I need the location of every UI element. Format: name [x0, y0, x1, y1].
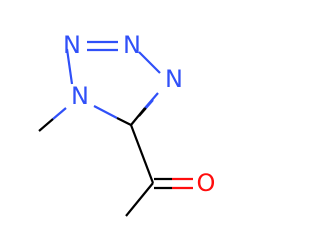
atom-label-n2: N — [71, 82, 89, 110]
bond-n2-c5-c-half — [116, 117, 132, 126]
bond-c5-n3-c-half-inner — [138, 107, 147, 117]
bond-c5-carbonyl — [129, 124, 155, 184]
bond-carbonyl-methyl — [125, 182, 154, 217]
structure-canvas: N N N N O — [38, 31, 216, 217]
atom-label-n3: N — [165, 65, 183, 93]
bond-n2-methyl-c-half — [38, 118, 54, 132]
bond-c5-n3-n-half-inner — [145, 99, 154, 109]
atom-label-n1: N — [63, 31, 81, 59]
bond-n2-c5-n-half — [93, 105, 118, 119]
molecule-structure: N N N N O — [38, 31, 216, 217]
atom-label-o: O — [197, 169, 216, 197]
bond-n4-n3 — [138, 51, 161, 74]
bond-n2-methyl-n-half — [52, 107, 67, 120]
atom-label-n4: N — [123, 31, 141, 59]
bond-n1-n2 — [65, 48, 74, 85]
